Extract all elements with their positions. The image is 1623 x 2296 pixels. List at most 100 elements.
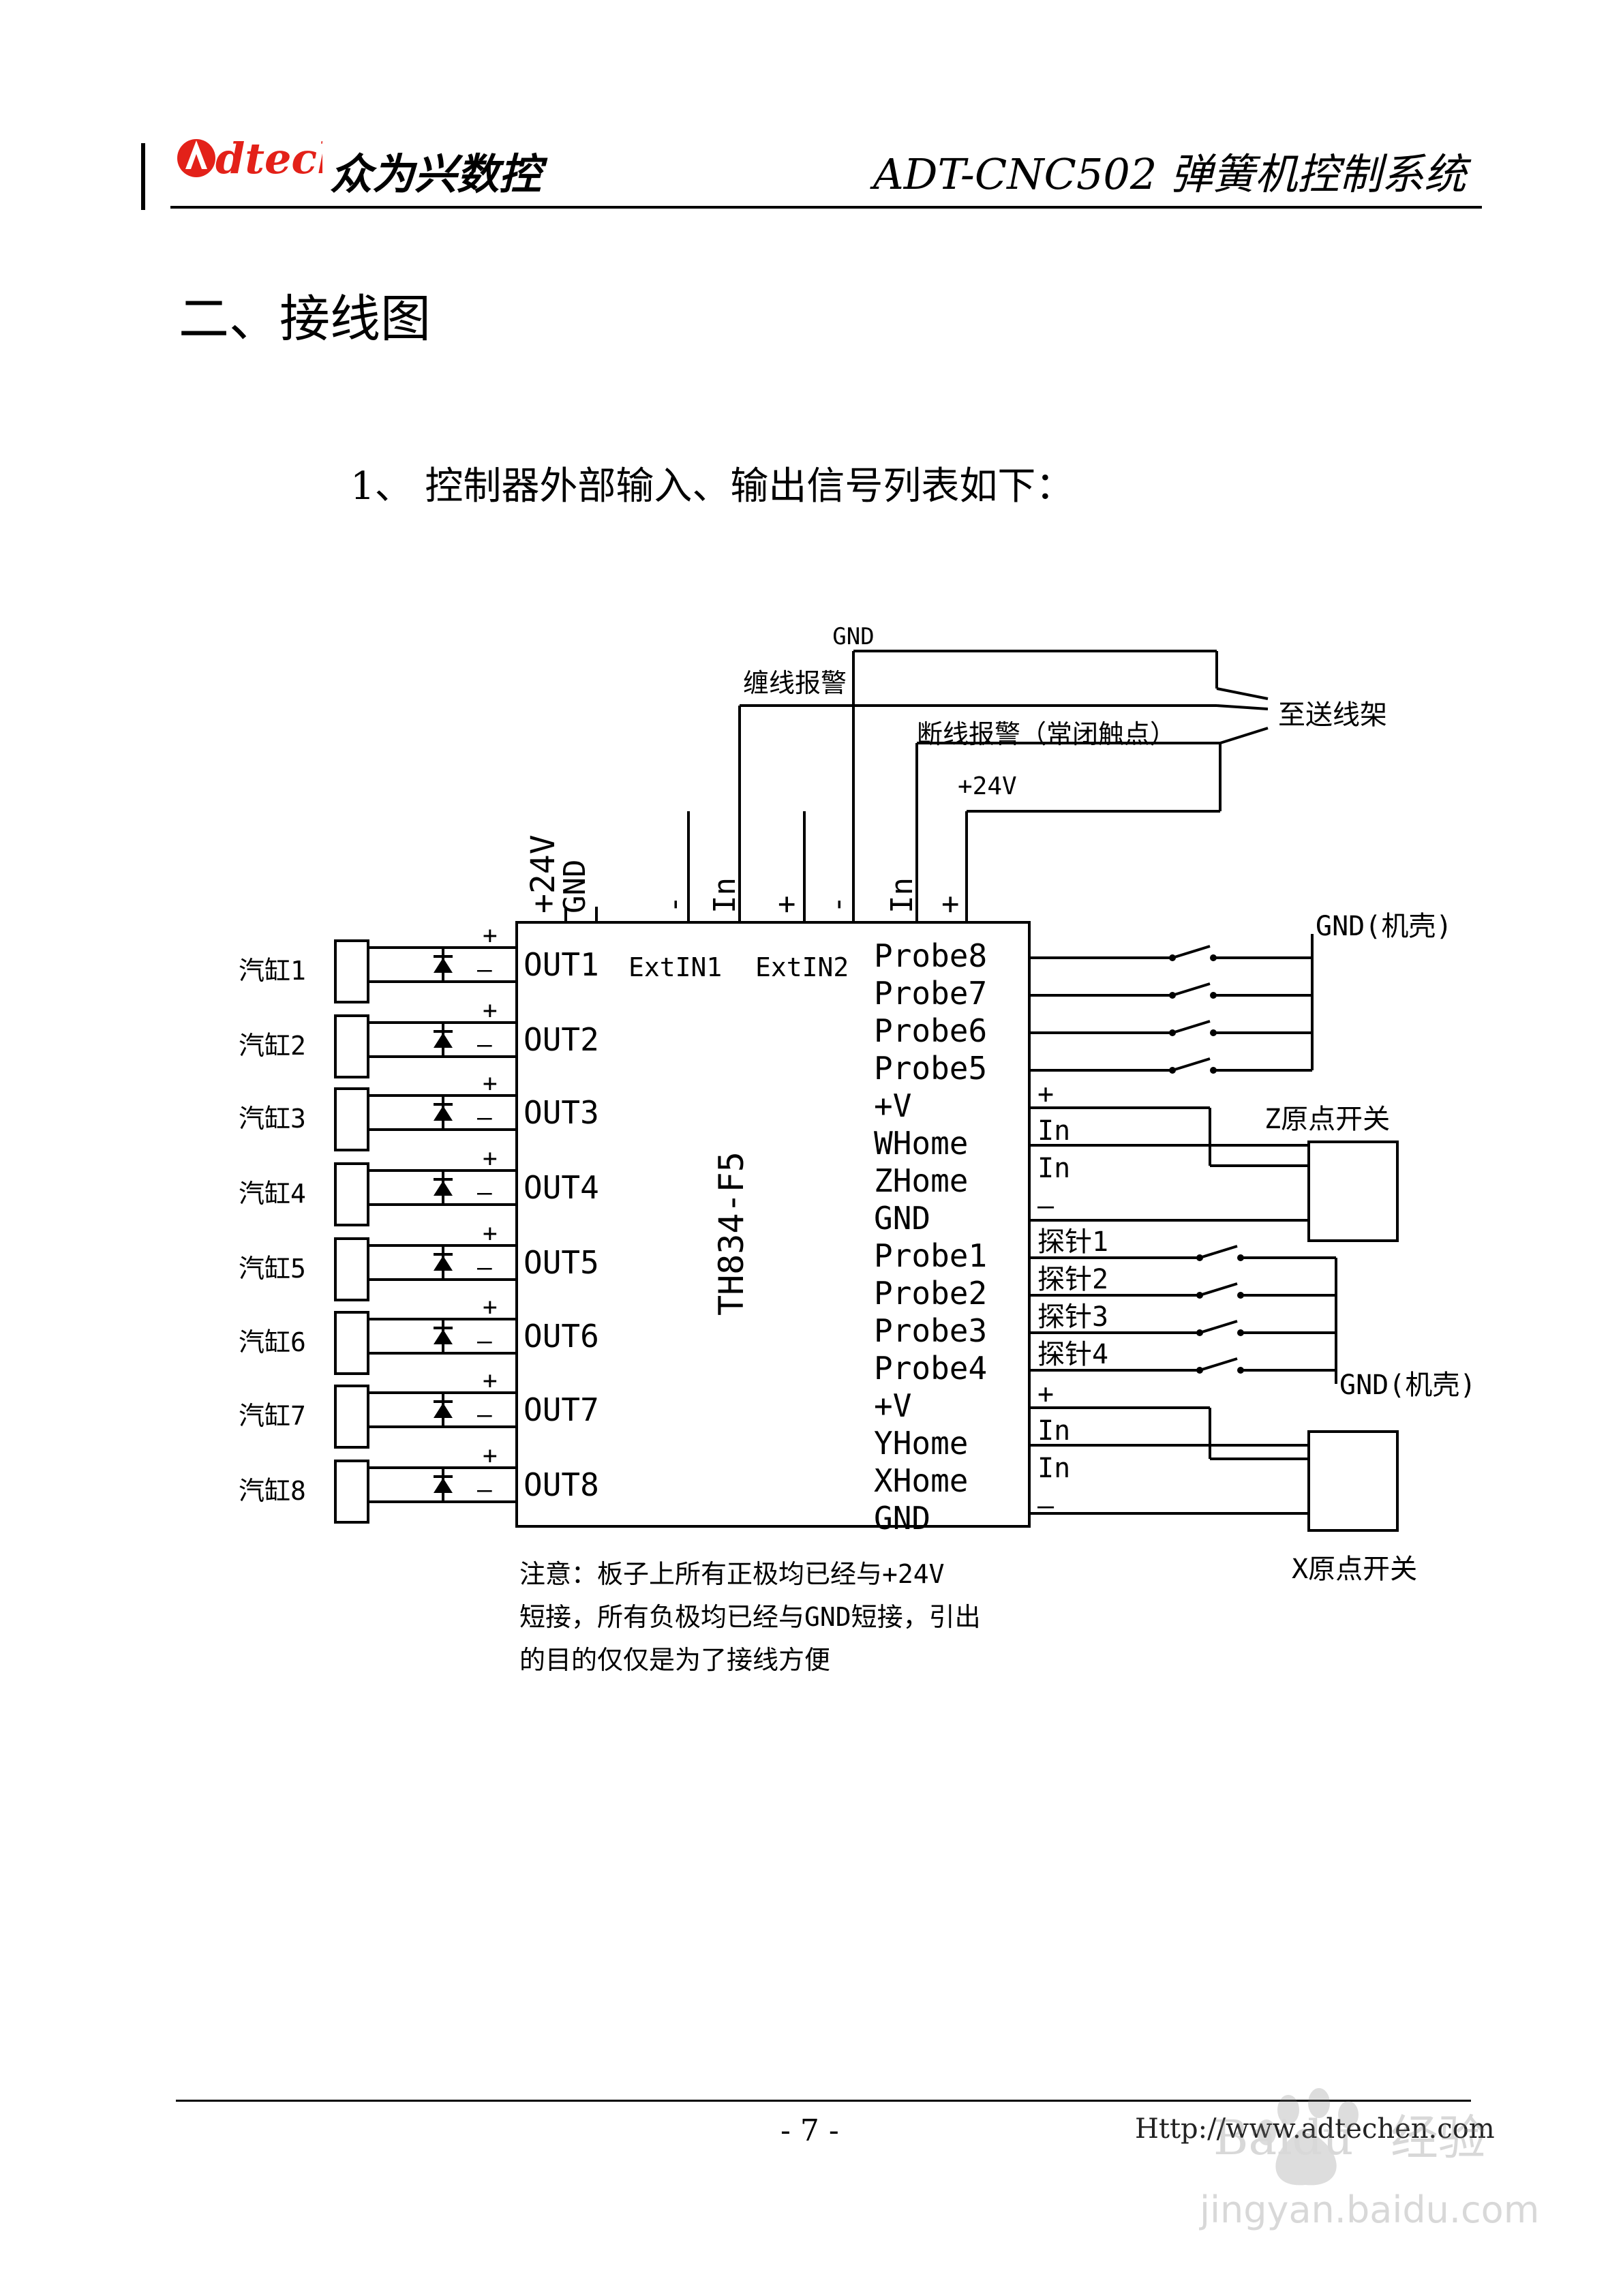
minus-sign: — <box>477 1104 492 1132</box>
top-pin-label: + <box>932 896 967 914</box>
right-pin-label: Probe8 <box>874 937 987 974</box>
label-extin1: ExtIN1 <box>628 952 722 982</box>
right-pin-label: Probe4 <box>874 1350 987 1387</box>
right-pin-label: Probe5 <box>874 1050 987 1087</box>
label-gnd-top: GND <box>832 623 874 650</box>
cylinder-label: 汽缸7 <box>239 1401 306 1431</box>
cylinder-label: 汽缸3 <box>239 1104 306 1134</box>
right-wire-label: In <box>1037 1153 1070 1184</box>
right-pin-label: WHome <box>874 1125 968 1162</box>
right-pin-label: XHome <box>874 1462 968 1499</box>
cylinder-box <box>334 1311 369 1375</box>
minus-sign: — <box>477 1179 492 1207</box>
right-pin-label: Probe6 <box>874 1012 987 1049</box>
right-wire-label: — <box>1037 1190 1055 1222</box>
right-wire-label: In <box>1037 1453 1070 1484</box>
footer-url: Http://www.adtechen.com <box>1135 2113 1495 2145</box>
right-pin-label: Probe2 <box>874 1275 987 1312</box>
cylinder-box <box>334 939 369 1003</box>
plus-sign: + <box>483 922 498 950</box>
watermark-brand: Baidu <box>1213 2110 1353 2166</box>
header-title: ADT-CNC502 弹簧机控制系统 <box>873 149 1466 199</box>
diode-icon <box>434 1256 453 1271</box>
plus-sign: + <box>483 1070 498 1098</box>
minus-sign: — <box>477 1327 492 1355</box>
right-wire-label: In <box>1037 1415 1070 1447</box>
top-pin-label: In <box>885 877 920 913</box>
right-pin-label: GND <box>874 1500 930 1537</box>
cylinder-box <box>334 1460 369 1524</box>
minus-sign: — <box>477 1476 492 1504</box>
right-pin-label: Probe7 <box>874 975 987 1012</box>
note-line-1: 注意：板子上所有正极均已经与+24V <box>519 1559 945 1589</box>
label-plus24: +24V <box>958 772 1017 800</box>
cylinder-label: 汽缸2 <box>239 1031 306 1061</box>
gnd-chassis-1: GND(机壳) <box>1316 911 1452 942</box>
plus-sign: + <box>483 1220 498 1248</box>
note-line-3: 的目的仅仅是为了接线方便 <box>519 1645 830 1675</box>
board-outline <box>515 921 1031 1528</box>
cylinder-label: 汽缸1 <box>239 956 306 986</box>
out-label: OUT2 <box>524 1021 599 1058</box>
cylinder-label: 汽缸6 <box>239 1327 306 1357</box>
minus-sign: — <box>477 1254 492 1282</box>
gnd-chassis-2: GND(机壳) <box>1339 1370 1476 1401</box>
right-wire-label: 探针4 <box>1037 1339 1108 1370</box>
right-pin-label: ZHome <box>874 1162 968 1199</box>
cylinder-label: 汽缸4 <box>239 1179 306 1209</box>
out-label: OUT6 <box>524 1318 599 1355</box>
watermark-cn: 经验 <box>1391 2110 1486 2166</box>
right-wire-label: 探针1 <box>1037 1226 1108 1258</box>
top-pin-label: - <box>656 896 691 914</box>
plus-sign: + <box>483 1293 498 1321</box>
cylinder-box <box>334 1014 369 1078</box>
x-home-switch-label: X原点开关 <box>1292 1554 1417 1585</box>
label-break-alarm: 断线报警（常闭触点） <box>917 719 1176 749</box>
svg-text:dtech: dtech <box>215 134 322 183</box>
right-pin-label: Probe3 <box>874 1312 987 1349</box>
diode-icon <box>434 1329 453 1344</box>
right-wire-label: 探针3 <box>1037 1301 1108 1333</box>
out-label: OUT4 <box>524 1169 599 1206</box>
watermark-domain: jingyan.baidu.com <box>1199 2188 1539 2231</box>
adtech-logo: dtech <box>177 134 322 183</box>
baidu-jingyan-watermark: Baidu 经验 jingyan.baidu.com <box>1199 2088 1539 2231</box>
minus-sign: — <box>477 1401 492 1429</box>
top-pin-label: GND <box>558 860 592 913</box>
out-label: OUT5 <box>524 1244 599 1281</box>
cylinder-box <box>334 1385 369 1449</box>
list-item-1: 1、 控制器外部输入、输出信号列表如下： <box>350 464 1074 509</box>
cylinder-label: 汽缸5 <box>239 1254 306 1284</box>
cylinder-box <box>334 1237 369 1301</box>
right-pin-label: YHome <box>874 1425 968 1462</box>
header-rule <box>170 206 1482 209</box>
right-wire-label: In <box>1037 1115 1070 1147</box>
footer-rule <box>176 2100 1471 2102</box>
out-label: OUT1 <box>524 946 599 983</box>
plus-sign: + <box>483 1442 498 1470</box>
note-line-2: 短接，所有负极均已经与GND短接，引出 <box>519 1602 981 1632</box>
top-pin-label: +24V <box>524 834 562 913</box>
top-pin-label: + <box>769 896 804 914</box>
label-to-feeder: 至送线架 <box>1278 699 1387 731</box>
right-pin-label: +V <box>874 1387 911 1424</box>
plus-sign: + <box>483 997 498 1025</box>
brand-name: 众为兴数控 <box>330 149 542 199</box>
out-label: OUT8 <box>524 1466 599 1503</box>
right-wire-label: + <box>1037 1078 1054 1110</box>
out-label: OUT3 <box>524 1094 599 1131</box>
diode-icon <box>434 1478 453 1493</box>
diode-icon <box>434 1106 453 1121</box>
header-left-bar <box>141 143 145 210</box>
right-wire-label: — <box>1037 1490 1055 1522</box>
right-pin-label: Probe1 <box>874 1237 987 1274</box>
right-wire-label: + <box>1037 1378 1054 1410</box>
right-pin-label: GND <box>874 1200 930 1237</box>
plus-sign: + <box>483 1367 498 1395</box>
right-pin-label: +V <box>874 1087 911 1124</box>
out-label: OUT7 <box>524 1391 599 1428</box>
label-wrap-alarm: 缠线报警 <box>743 668 847 698</box>
plus-sign: + <box>483 1145 498 1173</box>
top-pin-label: In <box>708 877 742 913</box>
